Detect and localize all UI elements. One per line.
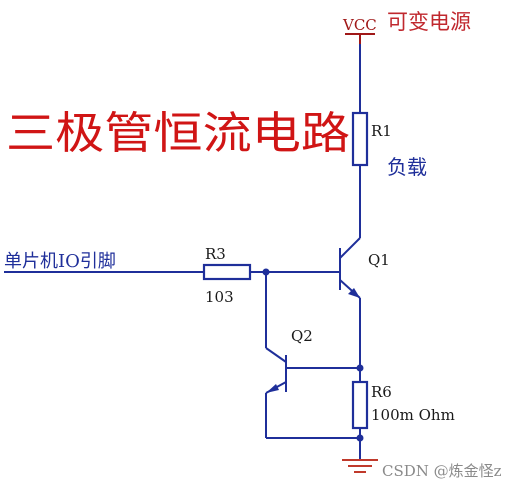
r3-ref: R3 [205,245,226,263]
r3-value: 103 [205,288,234,306]
r6-ref: R6 [371,383,392,401]
r6-value: 100m Ohm [371,406,455,424]
vcc-supply: VCC 可变电源 [342,10,471,44]
q1-ref: Q1 [368,251,390,269]
q2-ref: Q2 [291,327,313,345]
watermark: CSDN @炼金怪z [382,462,502,480]
transistor-q2: Q2 [265,327,313,394]
input-label: 单片机IO引脚 [4,251,116,272]
vcc-label: VCC [342,16,377,34]
junction-q1-emitter [356,364,364,372]
diagram-title: 三极管恒流电路 [6,108,350,159]
r1-ref: R1 [371,122,392,140]
input-signal: 单片机IO引脚 [4,251,204,273]
resistor-r3: R3 103 [202,245,252,306]
resistor-r1: R1 负载 [351,111,427,179]
ground-symbol [342,459,378,473]
vcc-note: 可变电源 [387,10,471,34]
transistor-q1: Q1 [339,237,390,299]
r1-note: 负载 [387,155,427,179]
junction-ground [356,434,364,442]
resistor-r6: R6 100m Ohm [351,380,455,430]
